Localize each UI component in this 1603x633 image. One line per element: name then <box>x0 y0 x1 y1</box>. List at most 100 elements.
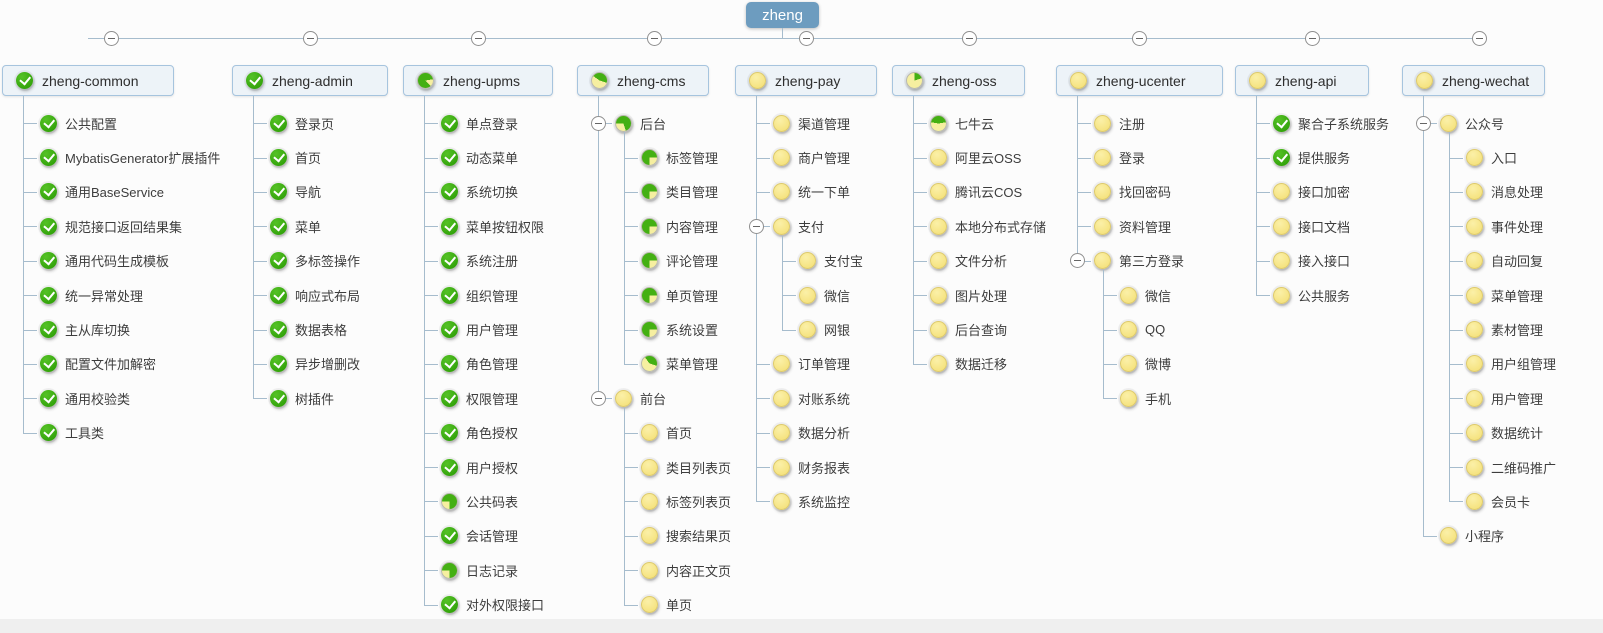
branch-header-node[interactable]: zheng-wechat <box>1402 65 1545 96</box>
tree-node[interactable]: 单点登录 <box>424 106 553 140</box>
tree-node[interactable]: 自动回复 <box>1449 244 1556 278</box>
branch-collapse-toggle-icon[interactable] <box>1304 31 1320 46</box>
branch-header-node[interactable]: zheng-upms <box>403 65 553 96</box>
tree-node[interactable]: 菜单 <box>253 209 388 243</box>
tree-node[interactable]: 会员卡 <box>1449 484 1556 518</box>
tree-node[interactable]: 系统设置 <box>624 312 731 346</box>
collapse-toggle-icon[interactable] <box>1070 253 1085 269</box>
tree-node[interactable]: 接口文档 <box>1256 209 1389 243</box>
tree-node[interactable]: 通用BaseService <box>23 175 220 209</box>
tree-node[interactable]: 订单管理 <box>756 347 877 381</box>
tree-node[interactable]: 二维码推广 <box>1449 450 1556 484</box>
tree-node[interactable]: 首页 <box>253 140 388 174</box>
branch-header-node[interactable]: zheng-pay <box>735 65 877 96</box>
tree-node[interactable]: 内容正文页 <box>624 553 731 587</box>
tree-node[interactable]: 聚合子系统服务 <box>1256 106 1389 140</box>
tree-node[interactable]: 日志记录 <box>424 553 553 587</box>
tree-node[interactable]: 菜单管理 <box>624 347 731 381</box>
tree-node[interactable]: 第三方登录 <box>1070 244 1223 278</box>
tree-node[interactable]: 支付宝 <box>782 244 877 278</box>
tree-node[interactable]: 用户组管理 <box>1449 347 1556 381</box>
branch-collapse-toggle-icon[interactable] <box>103 31 119 46</box>
tree-node[interactable]: 工具类 <box>23 416 220 450</box>
tree-node[interactable]: 主从库切换 <box>23 312 220 346</box>
tree-node[interactable]: 后台查询 <box>913 312 1046 346</box>
tree-node[interactable]: 角色管理 <box>424 347 553 381</box>
branch-header-node[interactable]: zheng-common <box>2 65 174 96</box>
branch-header-node[interactable]: zheng-api <box>1235 65 1369 96</box>
tree-node[interactable]: 用户管理 <box>424 312 553 346</box>
tree-node[interactable]: 公共码表 <box>424 484 553 518</box>
tree-node[interactable]: 公众号 <box>1416 106 1556 140</box>
tree-node[interactable]: 系统注册 <box>424 244 553 278</box>
tree-node[interactable]: 支付 <box>749 209 877 243</box>
tree-node[interactable]: 登录 <box>1077 140 1223 174</box>
tree-node[interactable]: 对外权限接口 <box>424 587 553 621</box>
tree-node[interactable]: 数据迁移 <box>913 347 1046 381</box>
tree-node[interactable]: 数据表格 <box>253 312 388 346</box>
tree-node[interactable]: MybatisGenerator扩展插件 <box>23 140 220 174</box>
tree-node[interactable]: QQ <box>1103 312 1223 346</box>
branch-collapse-toggle-icon[interactable] <box>470 31 486 46</box>
tree-node[interactable]: 通用代码生成模板 <box>23 244 220 278</box>
branch-collapse-toggle-icon[interactable] <box>302 31 318 46</box>
tree-node[interactable]: 登录页 <box>253 106 388 140</box>
tree-node[interactable]: 微博 <box>1103 347 1223 381</box>
branch-header-node[interactable]: zheng-ucenter <box>1056 65 1223 96</box>
tree-node[interactable]: 公共配置 <box>23 106 220 140</box>
tree-node[interactable]: 微信 <box>782 278 877 312</box>
tree-node[interactable]: 统一下单 <box>756 175 877 209</box>
collapse-toggle-icon[interactable] <box>1416 115 1431 131</box>
tree-node[interactable]: 异步增删改 <box>253 347 388 381</box>
branch-collapse-toggle-icon[interactable] <box>646 31 662 46</box>
branch-collapse-toggle-icon[interactable] <box>961 31 977 46</box>
tree-node[interactable]: 菜单按钮权限 <box>424 209 553 243</box>
tree-node[interactable]: 内容管理 <box>624 209 731 243</box>
tree-node[interactable]: 会话管理 <box>424 519 553 553</box>
tree-node[interactable]: 注册 <box>1077 106 1223 140</box>
tree-node[interactable]: 多标签操作 <box>253 244 388 278</box>
tree-node[interactable]: 网银 <box>782 312 877 346</box>
tree-node[interactable]: 腾讯云COS <box>913 175 1046 209</box>
tree-node[interactable]: 组织管理 <box>424 278 553 312</box>
tree-node[interactable]: 统一异常处理 <box>23 278 220 312</box>
tree-node[interactable]: 标签列表页 <box>624 484 731 518</box>
collapse-toggle-icon[interactable] <box>591 115 606 131</box>
tree-node[interactable]: 用户授权 <box>424 450 553 484</box>
tree-node[interactable]: 找回密码 <box>1077 175 1223 209</box>
tree-node[interactable]: 菜单管理 <box>1449 278 1556 312</box>
tree-node[interactable]: 七牛云 <box>913 106 1046 140</box>
tree-node[interactable]: 消息处理 <box>1449 175 1556 209</box>
tree-node[interactable]: 评论管理 <box>624 244 731 278</box>
tree-node[interactable]: 通用校验类 <box>23 381 220 415</box>
tree-node[interactable]: 类目管理 <box>624 175 731 209</box>
tree-node[interactable]: 提供服务 <box>1256 140 1389 174</box>
tree-node[interactable]: 类目列表页 <box>624 450 731 484</box>
tree-node[interactable]: 渠道管理 <box>756 106 877 140</box>
tree-node[interactable]: 用户管理 <box>1449 381 1556 415</box>
tree-node[interactable]: 单页管理 <box>624 278 731 312</box>
tree-node[interactable]: 标签管理 <box>624 140 731 174</box>
collapse-toggle-icon[interactable] <box>749 218 764 234</box>
tree-node[interactable]: 资料管理 <box>1077 209 1223 243</box>
tree-node[interactable]: 文件分析 <box>913 244 1046 278</box>
branch-collapse-toggle-icon[interactable] <box>1471 31 1487 46</box>
tree-node[interactable]: 前台 <box>591 381 731 415</box>
tree-node[interactable]: 数据统计 <box>1449 416 1556 450</box>
branch-collapse-toggle-icon[interactable] <box>1132 31 1147 46</box>
tree-node[interactable]: 微信 <box>1103 278 1223 312</box>
tree-node[interactable]: 财务报表 <box>756 450 877 484</box>
tree-node[interactable]: 规范接口返回结果集 <box>23 209 220 243</box>
tree-node[interactable]: 本地分布式存储 <box>913 209 1046 243</box>
tree-node[interactable]: 事件处理 <box>1449 209 1556 243</box>
branch-header-node[interactable]: zheng-oss <box>892 65 1025 96</box>
tree-node[interactable]: 动态菜单 <box>424 140 553 174</box>
tree-node[interactable]: 权限管理 <box>424 381 553 415</box>
tree-node[interactable]: 配置文件加解密 <box>23 347 220 381</box>
branch-header-node[interactable]: zheng-cms <box>577 65 709 96</box>
tree-node[interactable]: 系统监控 <box>756 484 877 518</box>
tree-node[interactable]: 导航 <box>253 175 388 209</box>
tree-node[interactable]: 首页 <box>624 416 731 450</box>
tree-node[interactable]: 单页 <box>624 587 731 621</box>
tree-node[interactable]: 系统切换 <box>424 175 553 209</box>
